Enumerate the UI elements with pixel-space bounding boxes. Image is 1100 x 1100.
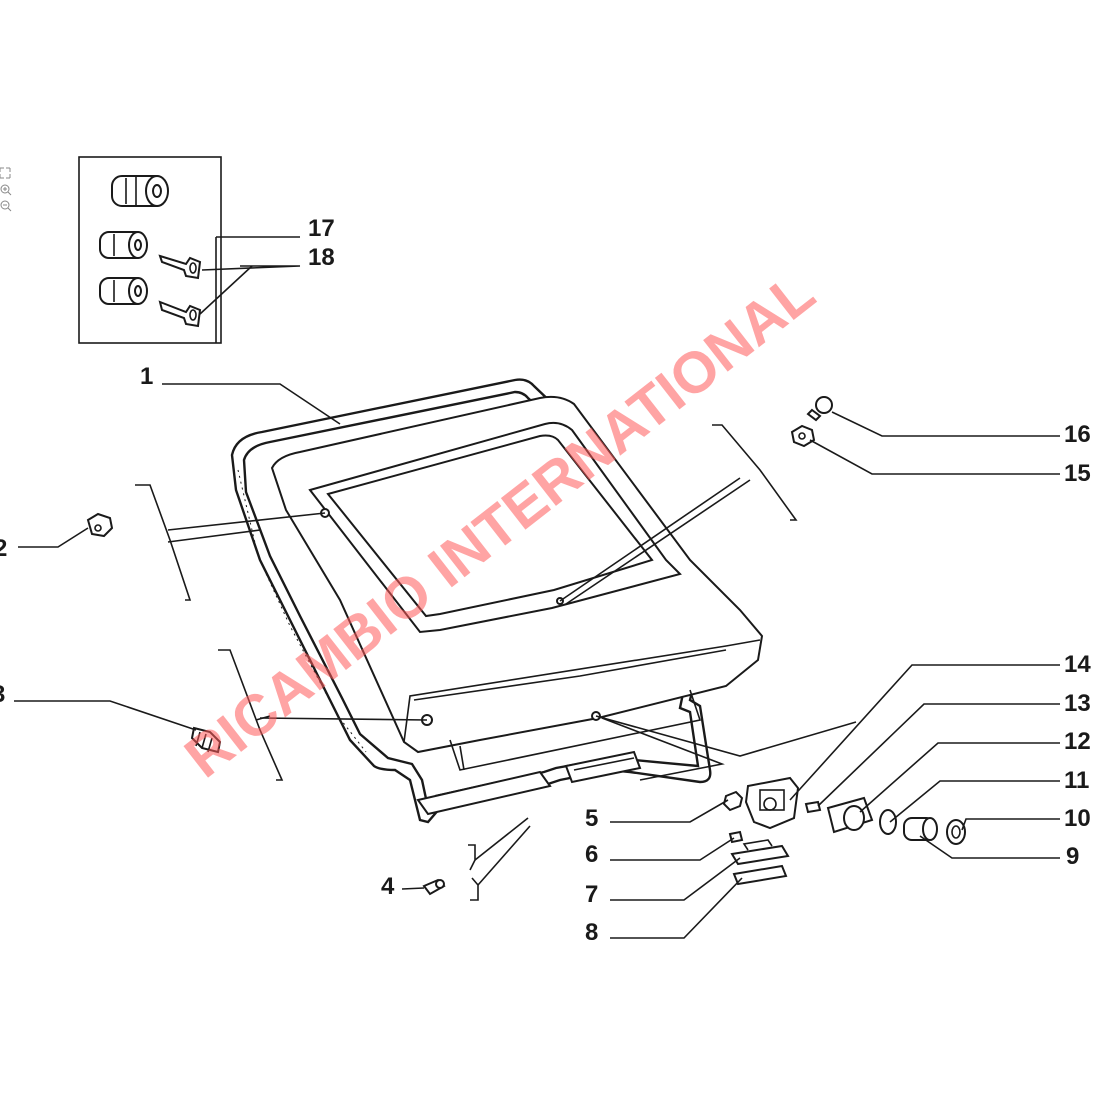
part-6-screw — [728, 830, 744, 844]
callout-17: 17 — [308, 215, 335, 242]
callout-4: 4 — [381, 873, 395, 900]
callout-10: 10 — [1064, 805, 1091, 832]
callout-3: 3 — [0, 681, 5, 708]
callout-1: 1 — [140, 363, 153, 390]
lock-cylinder-small-2 — [99, 277, 148, 305]
seal-strip-right — [564, 750, 642, 784]
reference-brackets — [135, 424, 798, 901]
lock-cylinder-small-1 — [99, 231, 148, 259]
callout-2: 2 — [0, 535, 7, 562]
callout-5: 5 — [585, 805, 598, 832]
callout-14: 14 — [1064, 651, 1091, 678]
zoom-in-icon[interactable] — [0, 184, 12, 196]
callout-12: 12 — [1064, 728, 1091, 755]
key-2 — [158, 300, 202, 328]
callout-18: 18 — [308, 244, 335, 271]
part-15-nut — [790, 424, 816, 448]
part-9-cylinder — [903, 817, 938, 841]
part-10-ring — [946, 819, 966, 845]
callout-16: 16 — [1064, 421, 1091, 448]
leader-lines — [14, 236, 1060, 939]
callout-7: 7 — [585, 881, 598, 908]
callout-labels: 1 2 3 4 5 6 7 8 9 10 11 12 13 14 15 16 1… — [0, 215, 1091, 946]
tailgate-door — [270, 395, 764, 771]
part-4-pin — [422, 878, 446, 896]
key-1 — [158, 254, 202, 280]
part-7-handle — [730, 839, 790, 866]
zoom-out-icon[interactable] — [0, 200, 12, 212]
fullscreen-icon[interactable] — [0, 167, 11, 179]
callout-9: 9 — [1066, 843, 1079, 870]
lock-cylinder-large — [111, 175, 169, 207]
seal-strip-left — [416, 770, 552, 816]
callout-8: 8 — [585, 919, 598, 946]
part-16-plug — [806, 396, 833, 422]
part-5-nut — [722, 790, 744, 812]
callout-6: 6 — [585, 841, 598, 868]
tailgate-seal — [230, 378, 712, 824]
callout-15: 15 — [1064, 460, 1091, 487]
part-14-latch — [744, 776, 800, 830]
part-8-plate — [732, 864, 788, 886]
part-13-screw — [804, 800, 822, 814]
callout-13: 13 — [1064, 690, 1091, 717]
part-3-bump-stop — [190, 726, 222, 754]
lock-set-inset — [78, 156, 222, 344]
part-12-lock-housing — [826, 796, 874, 834]
part-2-clip — [86, 512, 114, 538]
callout-11: 11 — [1064, 767, 1089, 794]
part-11-ring — [879, 809, 897, 835]
